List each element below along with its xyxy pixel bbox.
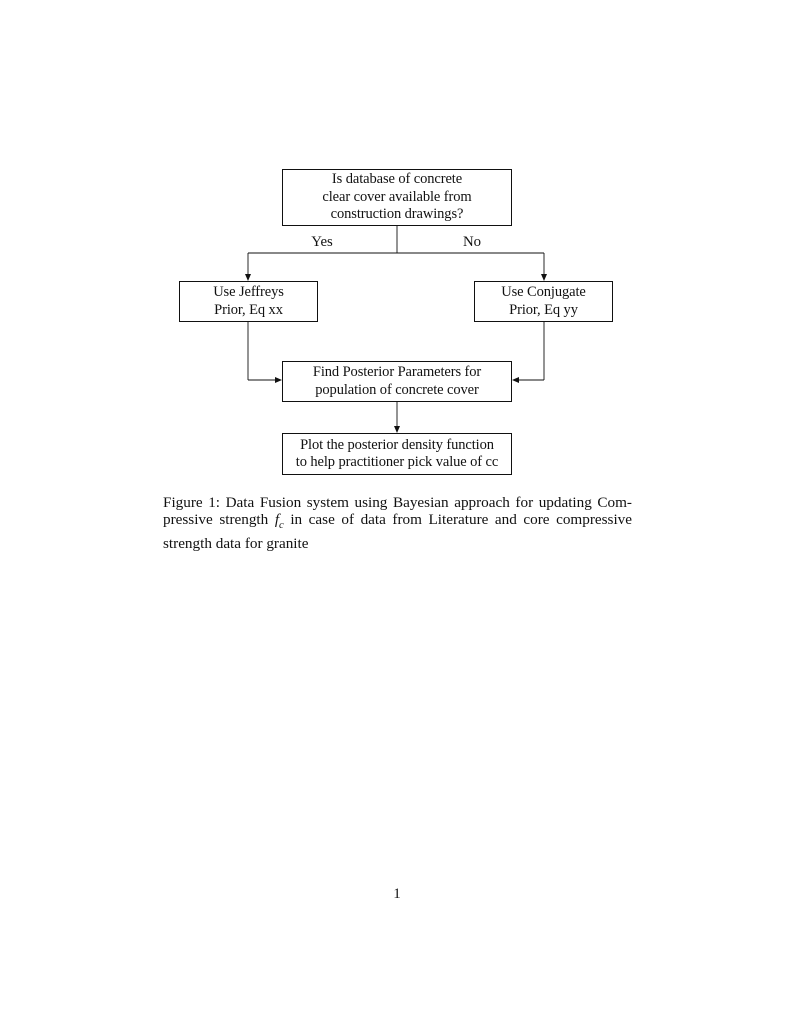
math-variable-fc: f bbox=[274, 511, 280, 529]
caption-line-2: pressive strength fc in case of data fro… bbox=[163, 511, 632, 534]
edge-label-no: No bbox=[462, 234, 482, 250]
caption-line-2-suffix: in case of data from Literature and core… bbox=[283, 511, 632, 529]
caption-line-1: Figure 1: Data Fusion system using Bayes… bbox=[163, 494, 632, 511]
edge-label-yes: Yes bbox=[311, 234, 333, 250]
flowchart-node-question: Is database of concrete clear cover avai… bbox=[282, 169, 512, 226]
flowchart-node-plot-density: Plot the posterior density function to h… bbox=[282, 433, 512, 475]
flowchart-node-jeffreys-prior: Use Jeffreys Prior, Eq xx bbox=[179, 281, 318, 322]
figure-caption: Figure 1: Data Fusion system using Bayes… bbox=[163, 494, 632, 552]
page-number: 1 bbox=[393, 886, 401, 902]
caption-line-3: strength data for granite bbox=[163, 534, 309, 552]
flowchart-node-posterior-parameters: Find Posterior Parameters for population… bbox=[282, 361, 512, 402]
math-subscript-c: c bbox=[279, 520, 284, 532]
caption-line-2-prefix: pressive strength bbox=[163, 511, 275, 529]
flowchart-node-conjugate-prior: Use Conjugate Prior, Eq yy bbox=[474, 281, 613, 322]
